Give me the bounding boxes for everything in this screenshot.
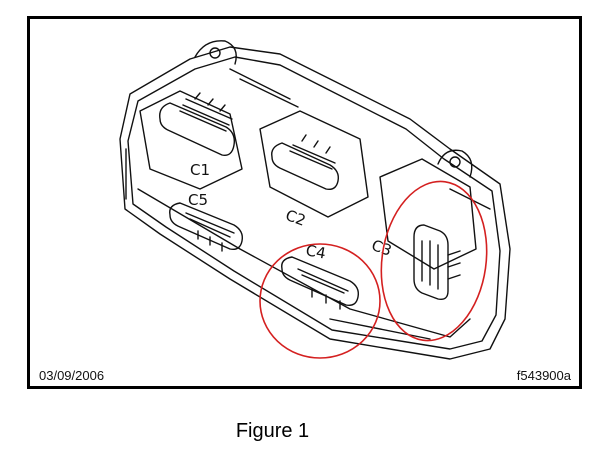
- mount-hole-right: [449, 156, 461, 168]
- mount-tab-right: [437, 149, 473, 178]
- housing-ridges: [125, 68, 491, 340]
- connector-c4-body: [281, 256, 360, 310]
- panel-mid: [259, 110, 369, 218]
- panel-left: [139, 90, 243, 190]
- connector-c3-body: [413, 224, 461, 301]
- label-c2: C2: [283, 206, 308, 230]
- mount-tab-top: [194, 40, 237, 65]
- module-housing-inner: [127, 56, 501, 350]
- figure-caption: Figure 1: [235, 420, 310, 442]
- label-c4: C4: [304, 241, 327, 262]
- connector-c5-body: [169, 202, 244, 252]
- panel-right: [379, 158, 477, 270]
- control-module-illustration: C1 C5 C2 C3 C4: [119, 40, 511, 360]
- module-housing: [119, 46, 511, 360]
- figure-code: f543900a: [516, 368, 571, 383]
- label-c3: C3: [369, 236, 394, 260]
- diagram-frame: C1 C5 C2 C3 C4 03/09/2006 f543900a: [27, 16, 582, 389]
- label-c1: C1: [190, 161, 210, 179]
- mount-hole-top: [209, 47, 221, 59]
- figure-date: 03/09/2006: [39, 368, 105, 383]
- connector-c1-body: [159, 92, 236, 156]
- panel-lower: [137, 188, 471, 338]
- highlight-circle-c3: [380, 180, 488, 342]
- connector-c2-body: [271, 134, 340, 191]
- label-c5: C5: [188, 191, 208, 209]
- highlight-circle-c4: [259, 243, 381, 359]
